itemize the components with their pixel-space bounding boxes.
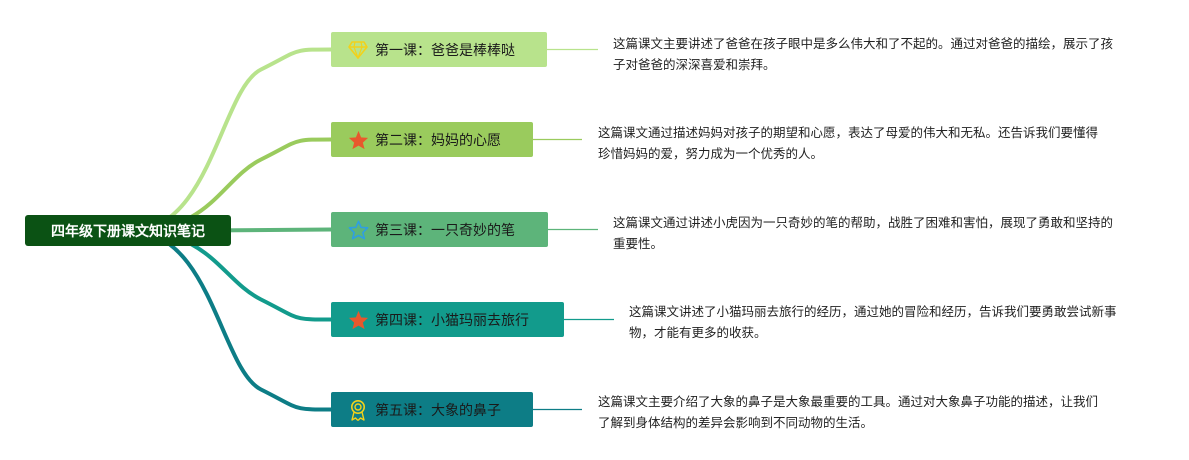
lesson-5-title: 第五课：大象的鼻子 [375,402,501,419]
lesson-2-title: 第二课：妈妈的心愿 [375,132,501,149]
branch-line-5 [129,229,333,412]
lesson-4-title: 第四课：小猫玛丽去旅行 [375,312,529,329]
lesson-1-topic[interactable]: 第一课：爸爸是棒棒哒 [331,32,547,67]
lesson-4-description: 这篇课文讲述了小猫玛丽去旅行的经历，通过她的冒险和经历，告诉我们要勇敢尝试新事物… [629,304,1117,340]
lesson-5-description: 这篇课文主要介绍了大象的鼻子是大象最重要的工具。通过对大象鼻子功能的描述，让我们… [598,394,1099,430]
lesson-3-title: 第三课：一只奇妙的笔 [375,222,515,239]
lesson-3-description: 这篇课文通过讲述小虎因为一只奇妙的笔的帮助，战胜了困难和害怕，展现了勇敢和坚持的… [613,215,1114,251]
lesson-3-topic[interactable]: 第三课：一只奇妙的笔 [331,212,548,247]
lesson-5-topic[interactable]: 第五课：大象的鼻子 [331,392,533,427]
lesson-2-description: 这篇课文通过描述妈妈对孩子的期望和心愿，表达了母爱的伟大和无私。还告诉我们要懂得… [598,125,1099,161]
lesson-1-title: 第一课：爸爸是棒棒哒 [375,42,515,59]
star-filled-icon [347,129,369,151]
star-outline-icon [347,219,369,241]
lesson-2-topic[interactable]: 第二课：妈妈的心愿 [331,122,533,157]
branch-line-1 [129,47,333,233]
lesson-1-description: 这篇课文主要讲述了爸爸在孩子眼中是多么伟大和了不起的。通过对爸爸的描绘，展示了孩… [613,36,1114,72]
star-filled-icon [347,309,369,331]
award-ribbon-icon [347,399,369,421]
diamond-icon [347,39,369,61]
root-topic[interactable]: 四年级下册课文知识笔记 [25,215,231,246]
root-topic-label: 四年级下册课文知识笔记 [51,223,205,240]
lesson-4-topic[interactable]: 第四课：小猫玛丽去旅行 [331,302,564,337]
